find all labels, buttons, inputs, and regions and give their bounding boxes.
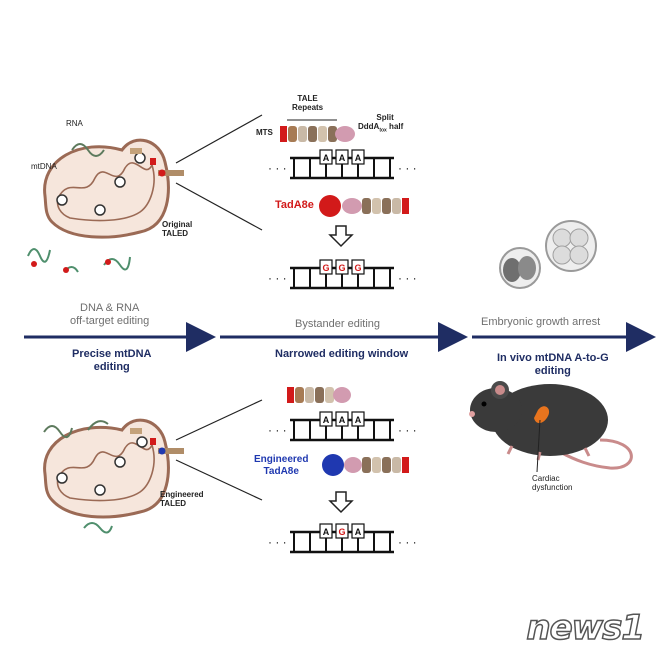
down-arrow-top: [328, 225, 354, 248]
embryo-two-cell: [499, 247, 541, 289]
tada8e-label: TadA8e: [275, 199, 314, 211]
base-letter: G: [338, 527, 345, 537]
engineered-tada8e-construct: [322, 454, 409, 476]
base-letter: A: [339, 415, 346, 425]
base-box: [319, 523, 333, 539]
base-box: [335, 411, 349, 427]
stage-label-embryonic-arrest: Embryonic growth arrest: [481, 316, 601, 328]
construct-bottom: [287, 387, 351, 403]
mitochondrion-top: [43, 138, 184, 239]
base-box: [351, 523, 365, 539]
split-ddda-subscript: tox: [379, 127, 387, 134]
ellipsis-left: · · ·: [268, 423, 287, 437]
base-box: [319, 149, 333, 165]
base-letter: A: [355, 527, 362, 537]
construct-top: [280, 119, 355, 142]
split-ddda-text: Split DddA: [358, 113, 394, 132]
original-taled-label: Original TALED: [162, 220, 193, 239]
base-box: [351, 411, 365, 427]
news1-watermark: news1: [526, 607, 646, 649]
base-letter: A: [339, 153, 346, 163]
rna-strand-1: [71, 143, 105, 157]
stage-label-dna-rna-offtarget: DNA & RNA off-target editing: [70, 302, 150, 327]
rna-strand-3: [87, 420, 109, 431]
split-ddda-half-text: half: [386, 122, 404, 132]
down-arrow-bottom: [328, 491, 354, 514]
base-letter: A: [355, 153, 362, 163]
ellipsis-right: · · ·: [398, 271, 417, 285]
base-box: [335, 259, 349, 275]
base-box: [351, 259, 365, 275]
base-letter: G: [354, 263, 361, 273]
rna-strand-4: [83, 522, 113, 534]
base-letter: A: [323, 153, 330, 163]
base-letter: A: [323, 527, 330, 537]
stage-label-narrowed-window: Narrowed editing window: [275, 348, 409, 360]
engineered-tada8e-label: Engineered TadA8e: [254, 454, 309, 477]
base-letter: A: [323, 415, 330, 425]
rna-label: RNA: [66, 119, 83, 128]
split-ddda-label: Split DddAtox half: [358, 104, 403, 144]
engineered-taled-label: Engineered TALED: [160, 490, 204, 509]
mitochondrion-bottom: [43, 418, 184, 519]
base-letter: G: [322, 263, 329, 273]
base-box: [335, 149, 349, 165]
base-box: [319, 411, 333, 427]
base-letter: A: [355, 415, 362, 425]
mts-label: MTS: [256, 128, 273, 137]
base-box: [319, 259, 333, 275]
mtdna-label: mtDNA: [31, 162, 57, 171]
rna-strand-2: [43, 425, 73, 439]
mouse-illustration: [469, 381, 633, 473]
ellipsis-right: · · ·: [398, 423, 417, 437]
tale-repeats-label: TALE Repeats: [292, 94, 324, 113]
off-target-strand-1: [27, 248, 51, 263]
stage-label-in-vivo-editing: In vivo mtDNA A-to-G editing: [497, 352, 609, 377]
ellipsis-left: · · ·: [268, 271, 287, 285]
ellipsis-left: · · ·: [268, 535, 287, 549]
cardiac-dysfunction-label: Cardiac dysfunction: [532, 474, 573, 493]
stage-label-precise-editing: Precise mtDNA editing: [72, 348, 152, 373]
tada8e-construct: [319, 195, 409, 217]
base-box: [335, 523, 349, 539]
ellipsis-right: · · ·: [398, 161, 417, 175]
embryo-four-cell: [545, 220, 597, 272]
ellipsis-right: · · ·: [398, 535, 417, 549]
base-letter: G: [338, 263, 345, 273]
base-box: [351, 149, 365, 165]
stage-label-bystander: Bystander editing: [295, 318, 380, 330]
ellipsis-left: · · ·: [268, 161, 287, 175]
